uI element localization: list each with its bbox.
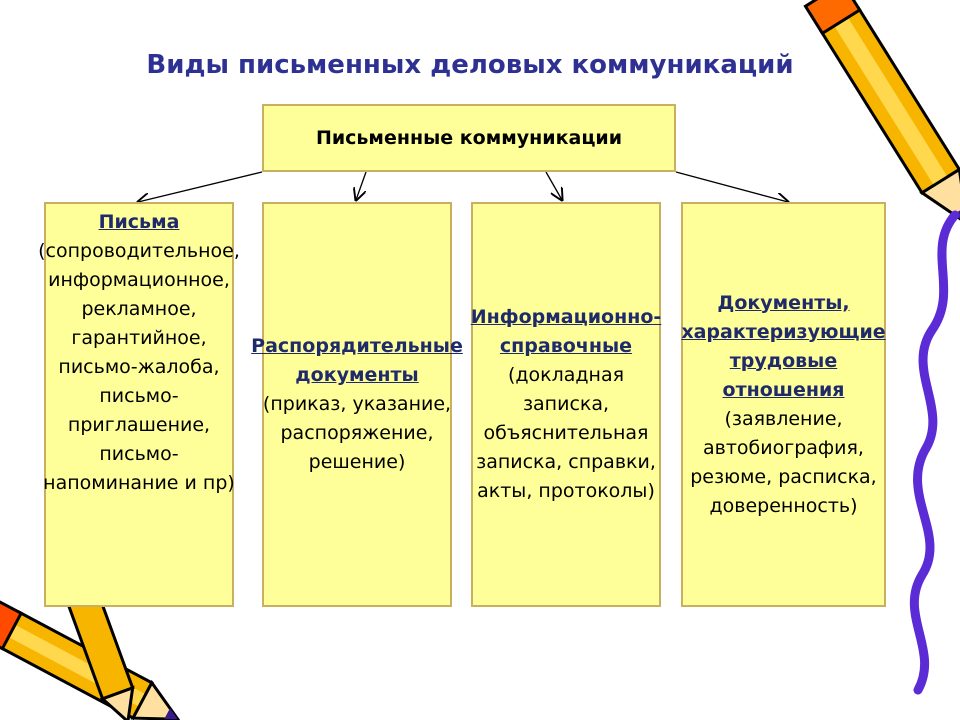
category-box-letters: Письма (сопроводительное, информационное…	[38, 202, 240, 607]
category-head: Информационно-справочные	[470, 306, 662, 357]
page-title: Виды письменных деловых коммуникаций	[146, 50, 794, 80]
root-label: Письменные коммуникации	[315, 126, 623, 149]
category-box-directive: Распорядительные документы (приказ, указ…	[251, 202, 463, 607]
category-head: Распорядительные документы	[251, 335, 463, 386]
category-head: Письма	[98, 211, 180, 233]
category-box-reference: Информационно-справочные (докладная запи…	[471, 202, 661, 607]
category-body: (докладная записка, объяснительная запис…	[476, 364, 656, 502]
category-body: (сопроводительное, информационное, рекла…	[38, 240, 240, 494]
root-box: Письменные коммуникации	[262, 104, 676, 172]
pencil-icon	[803, 0, 960, 227]
category-body: (заявление, автобиография, резюме, распи…	[690, 407, 877, 517]
category-body: (приказ, указание, распоряжение, решение…	[262, 393, 452, 473]
category-head: Документы, характеризующие трудовые отно…	[681, 291, 886, 401]
category-box-labor: Документы, характеризующие трудовые отно…	[681, 202, 886, 607]
squiggle-line	[909, 210, 960, 695]
